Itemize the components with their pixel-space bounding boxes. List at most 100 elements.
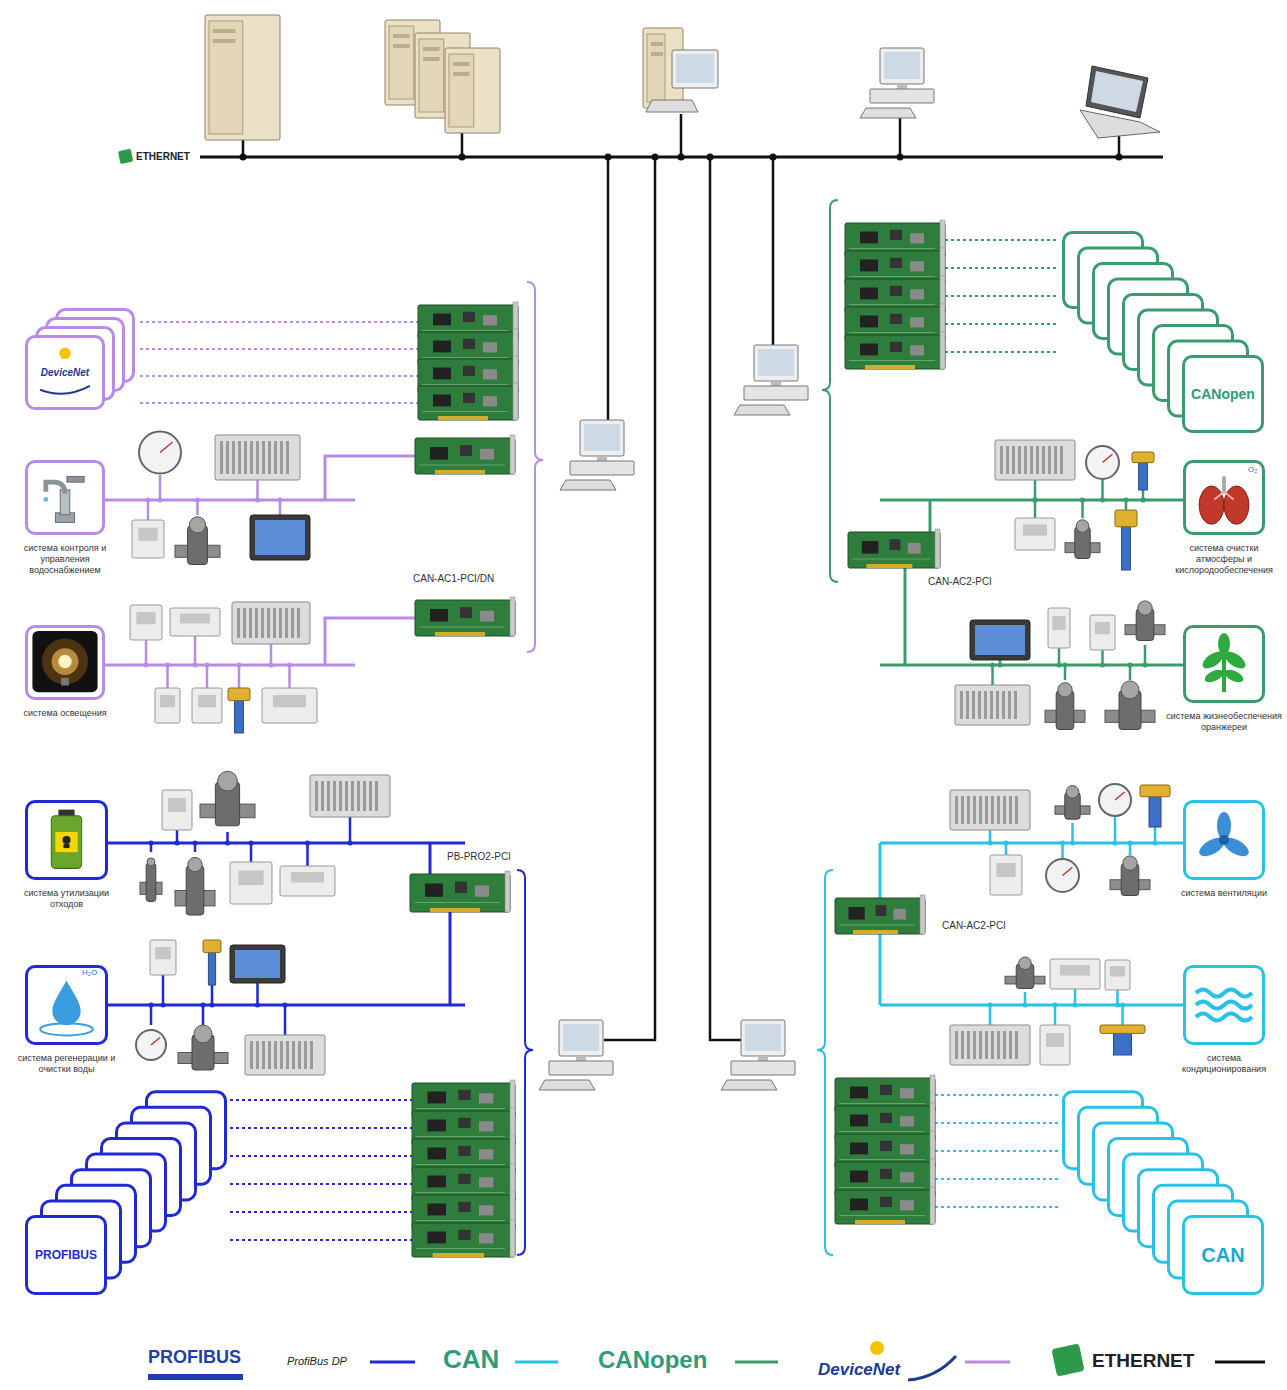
gauge-needle xyxy=(160,442,173,453)
ethernet-logo xyxy=(1051,1343,1084,1376)
wave xyxy=(1196,1014,1252,1021)
card-chip xyxy=(479,1121,493,1131)
monitor xyxy=(559,1020,603,1056)
box-device xyxy=(1105,960,1130,990)
desktop-case xyxy=(731,1061,795,1075)
icon xyxy=(1186,803,1262,877)
rack-slot xyxy=(955,796,958,824)
card-chip xyxy=(480,611,494,622)
meter-device xyxy=(1046,859,1079,892)
keyboard xyxy=(560,480,616,490)
gauge-face xyxy=(1086,446,1119,479)
sensor-head xyxy=(203,940,221,953)
faucet-handle xyxy=(67,476,84,482)
bus-junction xyxy=(278,498,283,503)
bus-drop xyxy=(194,636,197,665)
bus-drop xyxy=(206,665,209,688)
field-bus xyxy=(108,842,465,845)
card-chip xyxy=(850,1171,868,1183)
icon-box xyxy=(1183,625,1265,703)
card-bracket xyxy=(930,1187,935,1224)
module-body xyxy=(192,688,222,723)
rack-slot xyxy=(967,1031,970,1059)
rack-slot xyxy=(268,441,271,474)
dotted-link xyxy=(945,267,1058,269)
card-trace xyxy=(416,1192,505,1193)
rack-slot xyxy=(1006,446,1009,474)
card-chip xyxy=(850,1199,868,1211)
bus-drop xyxy=(202,1005,205,1025)
rack-slot xyxy=(990,691,993,719)
network-name: ETHERNET xyxy=(136,151,190,163)
rack-slot xyxy=(285,608,288,638)
card-chip xyxy=(900,1200,914,1210)
gauge-face xyxy=(1046,859,1079,892)
bus-junction xyxy=(988,1003,993,1008)
rack-slot xyxy=(1060,446,1063,474)
rack-slot xyxy=(280,441,283,474)
icon-ground xyxy=(32,631,97,692)
card-chip xyxy=(900,1172,914,1182)
bus-drop xyxy=(349,817,352,843)
card-trace xyxy=(422,411,508,412)
rack-slot xyxy=(1048,446,1051,474)
computer xyxy=(539,1020,613,1090)
gauge-needle xyxy=(1115,792,1125,800)
card-chip xyxy=(458,1230,470,1240)
gauge-needle xyxy=(1063,867,1073,875)
server-front xyxy=(647,34,665,102)
pci-card xyxy=(415,597,515,636)
desktop-case xyxy=(870,89,934,103)
trachea xyxy=(1222,476,1226,493)
card-board xyxy=(418,386,518,420)
logo-text: CANopen xyxy=(1191,386,1255,402)
bus-junction xyxy=(678,154,685,161)
rack-slot xyxy=(973,796,976,824)
module-body xyxy=(262,688,317,723)
subsystem-box: система вентиляции xyxy=(1183,800,1265,880)
gauge-needle xyxy=(1103,454,1113,462)
bus-drop xyxy=(989,1005,992,1025)
monitor xyxy=(672,50,718,88)
bus-junction xyxy=(165,663,170,668)
card-chip xyxy=(433,341,451,353)
bus-junction xyxy=(240,154,247,161)
sensor-device xyxy=(1140,785,1170,827)
rack-slot xyxy=(286,1041,289,1069)
rack-slot xyxy=(967,796,970,824)
glow xyxy=(42,639,88,685)
card-trace xyxy=(839,1187,925,1188)
module-body xyxy=(162,790,192,830)
bus-junction xyxy=(205,663,210,668)
rack-slot xyxy=(315,781,318,811)
rack-slot xyxy=(220,441,223,474)
dotted-link xyxy=(140,402,420,404)
bus-junction xyxy=(1100,663,1105,668)
rack-slot xyxy=(991,796,994,824)
sensor-head xyxy=(1132,452,1154,463)
icon-box xyxy=(25,800,108,880)
card-chip xyxy=(860,344,878,356)
subsystem-box: система освещения xyxy=(25,625,105,700)
rack-slot xyxy=(985,796,988,824)
card-trace xyxy=(839,1215,925,1216)
card-chip xyxy=(460,607,472,618)
card-chip xyxy=(483,315,497,325)
card-chip xyxy=(433,395,451,407)
bus-drop xyxy=(256,983,259,1005)
panel-body xyxy=(970,620,1030,660)
card-chip xyxy=(910,261,924,271)
card-chip xyxy=(900,1088,914,1098)
rack-slot xyxy=(1018,446,1021,474)
valve-actuator xyxy=(1058,683,1072,697)
rack-slot xyxy=(298,1041,301,1069)
bus-drop xyxy=(1058,648,1061,665)
rack-slot xyxy=(369,781,372,811)
rack-slot xyxy=(1000,446,1003,474)
server-front xyxy=(449,54,474,127)
card-chip xyxy=(880,1141,892,1151)
icon xyxy=(28,463,102,532)
wave xyxy=(1196,990,1252,997)
module-body xyxy=(155,688,180,723)
valve-device xyxy=(1105,681,1155,730)
